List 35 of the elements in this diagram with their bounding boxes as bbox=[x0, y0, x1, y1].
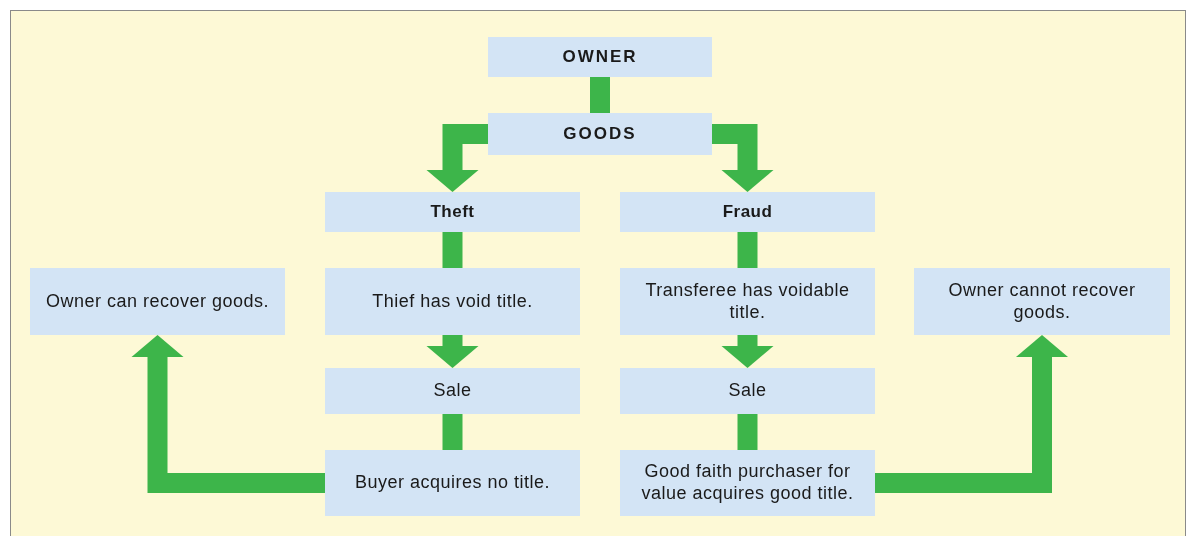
box-label: Owner can recover goods. bbox=[45, 290, 270, 313]
process-box bbox=[488, 113, 712, 155]
process-box bbox=[914, 268, 1170, 335]
box-label: Buyer acquires no title. bbox=[354, 472, 551, 494]
process-box bbox=[620, 192, 875, 232]
process-box bbox=[488, 37, 712, 77]
box-label: Fraud bbox=[722, 201, 773, 223]
connector-bar bbox=[442, 232, 463, 268]
process-box bbox=[620, 268, 875, 335]
process-box bbox=[325, 450, 580, 516]
box-label: Transferee has voidable title. bbox=[644, 279, 851, 324]
connector-bar bbox=[737, 232, 758, 268]
process-box bbox=[30, 268, 285, 335]
box-label: Sale bbox=[728, 380, 767, 402]
arrow bbox=[131, 335, 325, 493]
process-box bbox=[325, 192, 580, 232]
arrow bbox=[426, 124, 488, 192]
process-box bbox=[325, 368, 580, 414]
connector-bar bbox=[442, 414, 463, 450]
connector-bar bbox=[590, 77, 610, 113]
box-label: Theft bbox=[430, 201, 475, 223]
box-label: Owner cannot recover goods. bbox=[947, 279, 1137, 324]
process-box bbox=[620, 368, 875, 414]
process-box bbox=[325, 268, 580, 335]
arrow bbox=[426, 335, 479, 368]
arrow bbox=[712, 124, 774, 192]
box-label: Good faith purchaser for value acquires good title. bbox=[640, 461, 855, 505]
arrow bbox=[875, 335, 1068, 493]
connector-bar bbox=[737, 414, 758, 450]
box-label: Sale bbox=[433, 380, 472, 402]
arrow bbox=[721, 335, 774, 368]
box-label: OWNER bbox=[562, 46, 638, 68]
box-label: GOODS bbox=[563, 123, 637, 145]
process-box bbox=[620, 450, 875, 516]
box-label: Thief has void title. bbox=[372, 290, 533, 313]
